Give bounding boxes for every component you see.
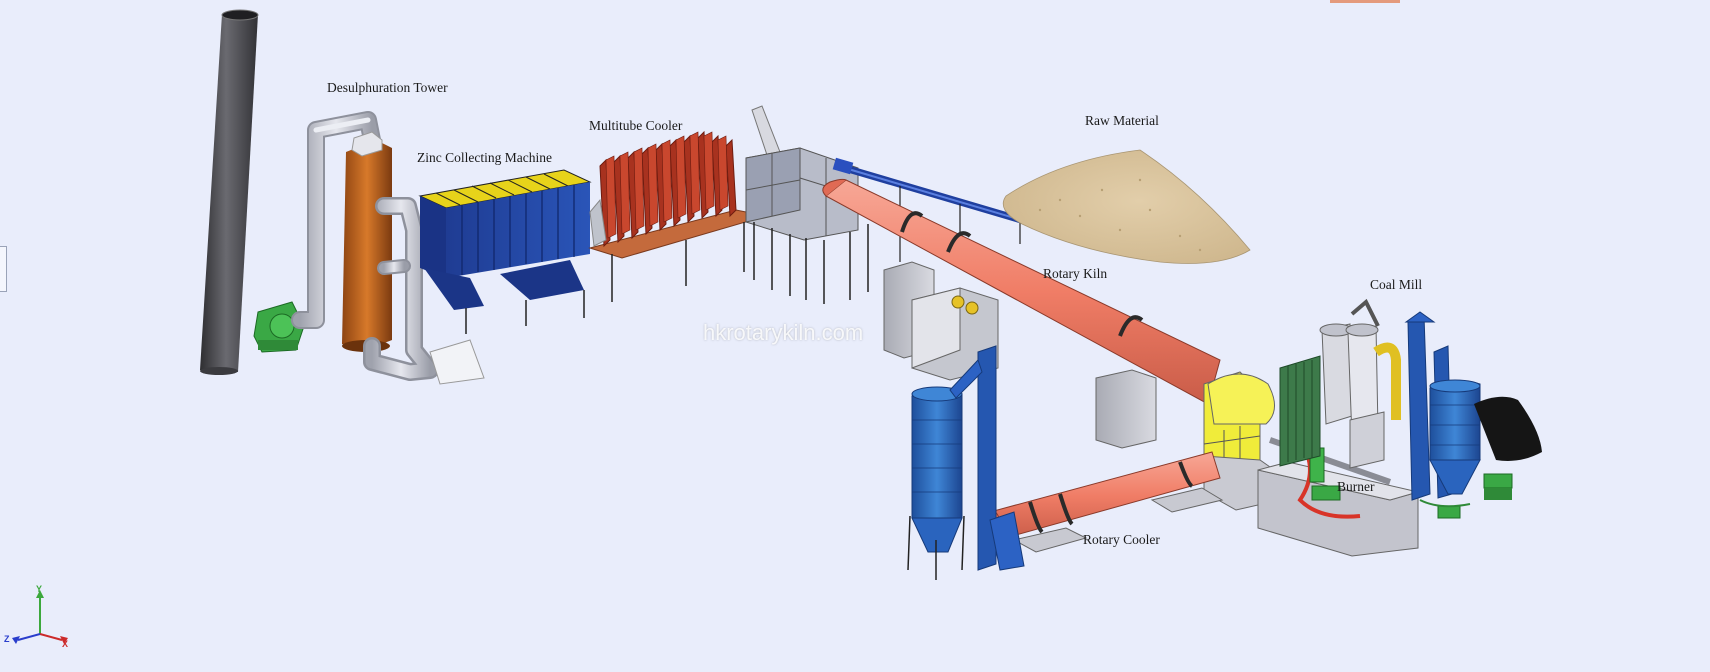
label-zinc-collecting-machine: Zinc Collecting Machine (417, 150, 552, 165)
base-plate (429, 339, 485, 385)
zinc-collecting-machine (418, 169, 592, 334)
flue-pipe (291, 111, 381, 329)
kiln-inlet-box (745, 105, 869, 304)
watermark: hkrotarykiln.com (703, 320, 864, 345)
coal-pile (1474, 396, 1542, 461)
connecting-pipes (363, 197, 439, 381)
raw-material-pile (1002, 149, 1251, 264)
label-desulphuration-tower: Desulphuration Tower (327, 80, 448, 95)
multitube-cooler (588, 130, 767, 302)
axis-label-y: Y (36, 584, 43, 594)
label-multitube-cooler: Multitube Cooler (589, 118, 683, 133)
label-rotary-cooler: Rotary Cooler (1083, 532, 1160, 547)
coal-silo (1429, 379, 1481, 495)
label-coal-mill: Coal Mill (1370, 277, 1423, 292)
label-burner: Burner (1337, 479, 1375, 494)
chimney (200, 9, 259, 375)
clinker-silo (907, 386, 965, 580)
axis-label-x: X (62, 639, 69, 649)
coal-feed-motors (1419, 473, 1513, 519)
top-edge-marker (1330, 0, 1400, 3)
axis-label-z: Z (4, 634, 10, 644)
coal-mill (1279, 298, 1401, 469)
side-panel-handle[interactable] (0, 246, 7, 292)
fan (253, 301, 305, 353)
desulphuration-tower (342, 131, 392, 352)
label-rotary-kiln: Rotary Kiln (1043, 266, 1108, 281)
axis-triad (12, 590, 68, 644)
rotary-kiln (822, 178, 1221, 405)
label-raw-material: Raw Material (1085, 113, 1159, 128)
clinker-bucket-elevator (949, 345, 1025, 571)
